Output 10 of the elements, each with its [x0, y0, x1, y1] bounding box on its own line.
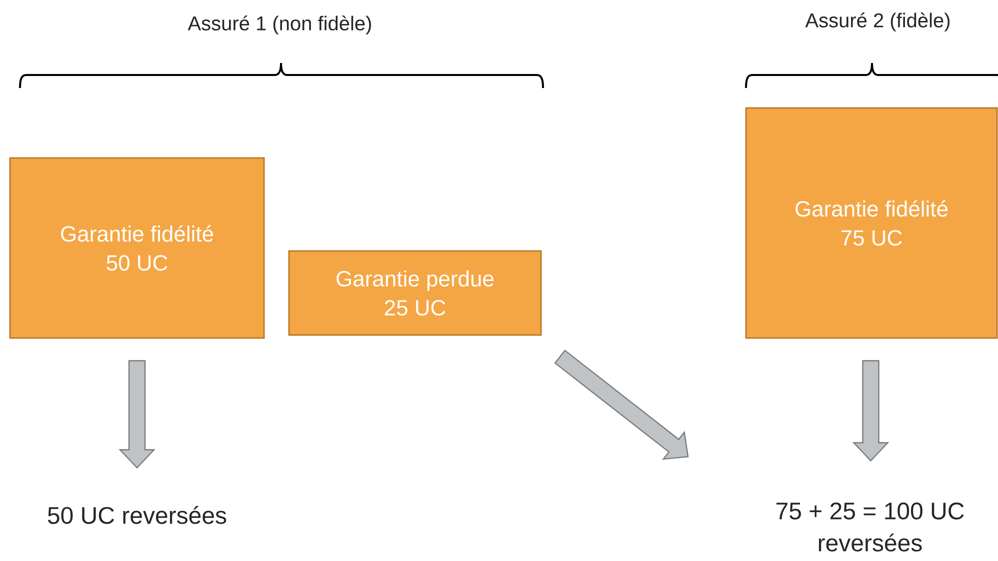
block-arrow: [852, 360, 890, 462]
payout-text: 50 UC reversées: [48, 506, 226, 524]
payout-text: 75 + 25 = 100 UC reversées: [776, 502, 964, 552]
block-arrow: [554, 350, 689, 460]
guarantee-box: Garantie perdue 25 UC: [288, 250, 542, 336]
guarantee-box: Garantie fidélité 75 UC: [745, 107, 998, 339]
guarantee-box: Garantie fidélité 50 UC: [9, 157, 265, 339]
group-heading: Assuré 2 (fidèle): [805, 12, 950, 32]
group-heading: Assuré 1 (non fidèle): [188, 16, 371, 34]
block-arrow: [118, 360, 156, 469]
